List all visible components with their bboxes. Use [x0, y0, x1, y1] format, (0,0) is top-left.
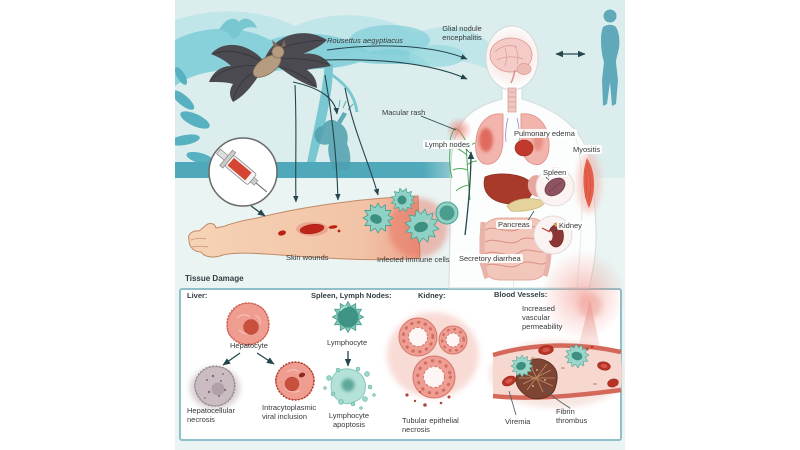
tubule-2	[438, 325, 468, 355]
vessel-pointer-lines	[508, 385, 571, 416]
viral-inclusion-cell	[268, 354, 322, 408]
label-lymphocyte: Lymphocyte	[327, 338, 368, 347]
label-hepatocellular-necrosis: Hepatocellular necrosis	[187, 406, 235, 424]
label-hepatocyte: Hepatocyte	[230, 341, 268, 350]
blood-vessels-header: Blood Vessels:	[494, 290, 548, 299]
skin-wound-marks	[278, 222, 341, 236]
necrosis-cell	[188, 359, 242, 413]
leaf-silhouettes	[175, 67, 214, 165]
label-viremia: Viremia	[505, 417, 531, 426]
tissue-damage-title: Tissue Damage	[185, 274, 244, 283]
spleen-lymph-header: Spleen, Lymph Nodes:	[311, 291, 392, 300]
label-increased-vascular-permeability: Increased vascular permeability	[522, 304, 563, 331]
pulmonary-edema-patch	[479, 128, 493, 152]
label-tubular-epithelial-necrosis: Tubular epithelial necrosis	[402, 416, 459, 434]
label-kidney: Kidney	[557, 221, 584, 230]
red-blood-cells	[502, 345, 619, 388]
tubule-1	[398, 317, 438, 357]
syringe-icon	[208, 137, 278, 207]
label-glial-nodule-encephalitis: Glial nodule encephalitis	[442, 24, 482, 42]
hepatocyte-nucleus	[243, 319, 259, 335]
label-pancreas: Pancreas	[496, 220, 532, 229]
label-skin-wounds: Skin wounds	[286, 253, 329, 262]
label-infected-immune-cells: Infected immune cells	[377, 255, 450, 264]
small-bat-silhouette	[219, 18, 257, 39]
kidney-header: Kidney:	[418, 291, 446, 300]
label-fibrin-thrombus: Fibrin thrombus	[556, 407, 588, 425]
liver-header: Liver:	[187, 291, 208, 300]
label-macular-rash: Macular rash	[382, 108, 426, 117]
label-lymph-nodes: Lymph nodes	[423, 140, 472, 149]
white-blood-cells	[510, 339, 597, 385]
figure-scene: Rousettus aegyptiacus Glial nodule encep…	[175, 0, 625, 450]
infected-immune-cells	[362, 184, 459, 251]
person-silhouette	[314, 99, 354, 170]
lymphocyte-nucleus	[337, 306, 359, 328]
blood-vessel-panel-art	[489, 294, 625, 416]
label-pulmonary-edema: Pulmonary edema	[512, 129, 577, 138]
label-myositis: Myositis	[571, 145, 603, 154]
trachea-illustration	[507, 87, 517, 113]
woman-silhouette	[601, 9, 620, 106]
label-intracytoplasmic-viral-inclusion: Intracytoplasmic viral inclusion	[262, 403, 317, 421]
bat-illustration	[209, 33, 331, 102]
myositis-muscle	[577, 153, 601, 213]
bat-species-label: Rousettus aegyptiacus	[327, 36, 403, 45]
transmission-arrows	[250, 45, 586, 236]
vessel-wall-top	[492, 343, 622, 358]
spleen-lymph-panel-art	[323, 300, 376, 410]
spleen-inset	[535, 167, 575, 207]
liver-panel-art	[188, 302, 322, 413]
heart-illustration	[514, 139, 534, 157]
kidney-panel-art	[387, 312, 479, 407]
shoulder-rash-glow	[446, 117, 472, 143]
figure-artwork	[175, 0, 625, 416]
apoptosis-cell	[323, 363, 376, 410]
tubule-3-necrotic	[405, 355, 456, 407]
brain-illustration	[489, 37, 533, 84]
label-secretory-diarrhea: Secretory diarrhea	[457, 254, 523, 263]
label-lymphocyte-apoptosis: Lymphocyte apoptosis	[328, 411, 370, 429]
label-spleen: Spleen	[541, 168, 569, 177]
